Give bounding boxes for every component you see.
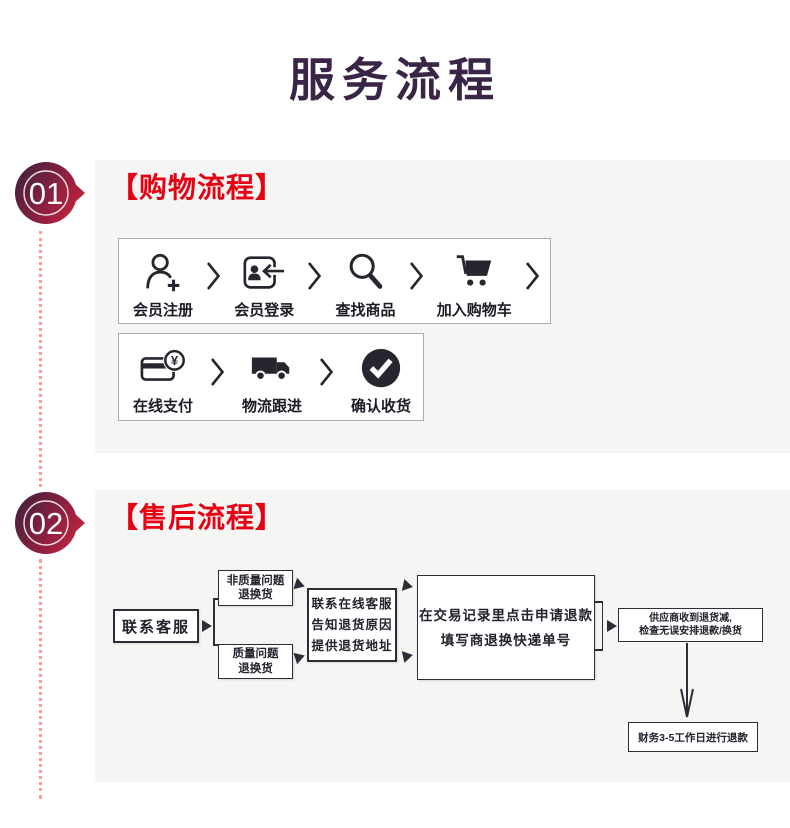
step-label: 物流跟进 [241,398,302,415]
step-label: 会员注册 [133,302,194,319]
flow-box-supplier-check: 供应商收到退货减, 检查无误安排退款/换货 [618,608,763,642]
dotted-connector-1 [39,231,42,487]
chevron-right-icon [319,358,334,386]
badge-02-number: 02 [29,506,63,541]
flow-arrow [607,620,617,632]
yen-symbol: ¥ [171,353,179,368]
flow-box-quality-return: 质量问题 退换货 [218,644,293,679]
bracket-line-top [595,601,603,603]
step-login: 会员登录 [234,250,294,320]
aftersale-section-heading: 【售后流程】 [110,502,285,533]
flow-text-line: 质量问题 [232,648,279,660]
flow-box-online-service: 联系在线客服 告知退货原因 提供退货地址 [307,588,397,662]
flow-box-contact-service: 联系客服 [113,609,199,643]
fork-line-stub-top [213,598,220,600]
flow-box-apply-refund: 在交易记录里点击申请退款 填写商退换快递单号 [417,575,595,680]
flow-text-line: 供应商收到退货减, [649,613,732,624]
check-circle-icon [361,348,401,388]
shopping-cart-icon [457,255,492,286]
step-register: 会员注册 [133,250,193,320]
step-label: 在线支付 [133,398,194,415]
bracket-line-bottom [595,649,603,651]
shopping-steps-row-1: 会员注册 会员登录 查找商品 [118,238,551,324]
badge-02: 02 [15,492,85,554]
flow-text-line: 告知退货原因 [311,617,393,632]
chevron-right-icon [207,262,221,290]
step-search: 查找商品 [336,250,396,320]
flow-text-line: 联系在线客服 [311,596,393,611]
flow-text-line: 提供退货地址 [311,638,393,653]
down-arrow [680,643,694,718]
search-icon [349,253,382,289]
step-label: 会员登录 [234,302,295,319]
flow-text-line: 检查无误安排退款/换货 [639,626,742,637]
flow-text-line: 退换货 [238,589,273,601]
step-add-to-cart: 加入购物车 [437,250,512,320]
chevron-right-icon [210,358,225,386]
flow-arrow [202,620,212,632]
fork-line-stub-bottom [213,644,220,646]
flow-box-non-quality-return: 非质量问题 退换货 [218,570,293,606]
bracket-line-vertical [601,601,603,650]
page-title: 服务流程 [289,54,501,106]
flow-arrow [401,649,415,663]
fork-line-vertical [213,598,215,646]
step-label: 查找商品 [335,302,396,319]
step-logistics: 物流跟进 [242,346,302,416]
chevron-right-icon [409,262,423,290]
user-plus-icon [146,253,180,292]
step-label: 确认收货 [350,398,411,415]
step-payment: ¥ 在线支付 [133,346,193,416]
flow-text-line: 在交易记录里点击申请退款 [419,607,593,623]
truck-icon [251,357,290,381]
flow-text-line: 退换货 [238,662,273,675]
shopping-steps-row-2: ¥ 在线支付 物流跟进 确认收货 [118,333,424,421]
shopping-section-heading: 【购物流程】 [110,172,285,203]
step-confirm-receipt: 确认收货 [351,346,411,416]
badge-01: 01 [15,162,85,224]
step-label: 加入购物车 [436,302,512,319]
flow-box-finance-refund: 财务3-5工作日进行退款 [628,722,758,752]
chevron-right-icon [525,262,540,290]
chevron-right-icon [308,262,322,290]
badge-01-number: 01 [29,176,63,211]
dotted-connector-2 [39,559,42,799]
login-card-icon [243,256,287,289]
flow-text-line: 非质量问题 [226,574,285,587]
payment-card-icon: ¥ [140,348,186,381]
flow-text-line: 填写商退换快递单号 [440,632,572,648]
